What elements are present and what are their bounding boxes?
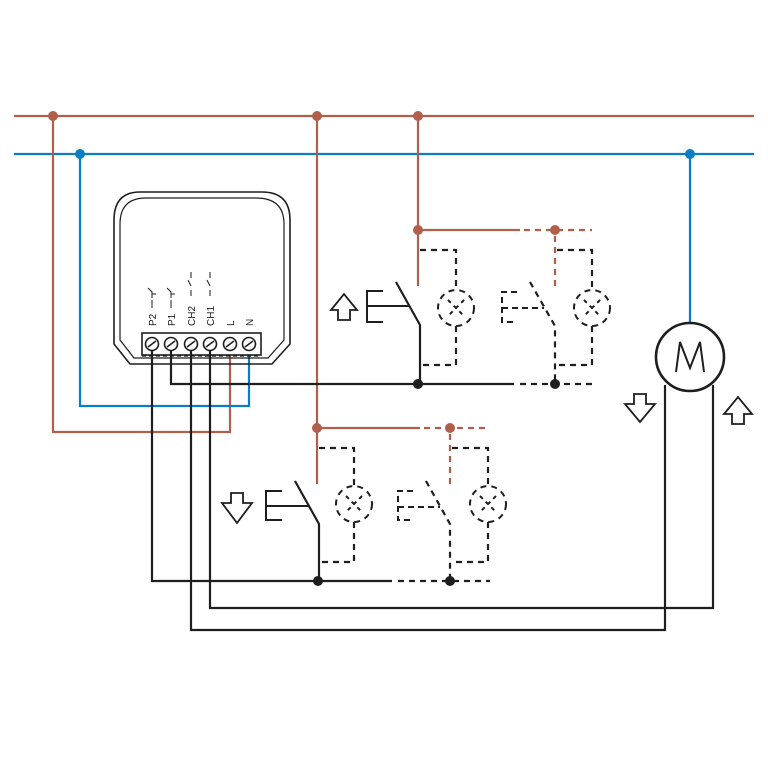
up-button[interactable] (329, 281, 422, 384)
down-button-actuator-icon (265, 490, 309, 521)
up-common-dot (413, 379, 423, 389)
live-up-optional-dot (550, 225, 560, 235)
relay-module: P2 P1 CH2 CH1 L N (113, 191, 291, 365)
terminal-label-p1: P1 (167, 313, 178, 326)
up-optional-button[interactable] (501, 281, 557, 380)
live-to-up-buttons-wire (416, 116, 520, 232)
terminal-screw-n (241, 336, 257, 352)
module-outer-outline (113, 191, 291, 365)
live-to-module-wire (51, 116, 232, 434)
neutral-junction-dot (75, 149, 85, 159)
down-arrow-icon (623, 393, 657, 424)
down-button[interactable] (220, 480, 321, 581)
pushbutton-symbol-p2 (147, 287, 156, 308)
terminal-screw-ch1 (202, 336, 218, 352)
down-optional-contact (425, 480, 452, 577)
terminal-label-n: N (245, 319, 256, 326)
motor (654, 321, 726, 393)
up-lamp-wire-top (420, 248, 458, 290)
up-optional-lamp-wire-top (557, 248, 594, 290)
up-button-actuator-icon (366, 290, 410, 323)
up-lamp-wire-bottom (422, 326, 458, 367)
live-junction-dot (48, 111, 58, 121)
up-optional-lamp-circle (573, 289, 611, 327)
terminal-label-p2: P2 (148, 313, 159, 326)
down-optional-button[interactable] (397, 480, 452, 577)
terminal-label-ch1: CH1 (206, 306, 217, 326)
p2-to-down-buttons-wire (150, 350, 392, 583)
neutral-to-module-wire (78, 154, 251, 408)
module-inner-outline (119, 197, 285, 359)
up-lamp-circle (437, 289, 475, 327)
terminal-screw-l (222, 336, 238, 352)
up-optional-actuator-icon (501, 291, 544, 323)
terminal-screw-p1 (163, 336, 179, 352)
pushbutton-symbol-p1 (166, 287, 175, 308)
up-button-contact (395, 281, 422, 384)
neutral-motor-junction-dot (685, 149, 695, 159)
down-lamp (319, 446, 373, 564)
live-to-down-buttons-wire (315, 116, 420, 430)
down-optional-lamp-wire-bottom (452, 522, 490, 564)
p1-to-up-buttons-wire (169, 350, 514, 386)
down-lamp-circle (335, 485, 373, 523)
up-optional-common-dot (550, 379, 560, 389)
live-down-junction-dot (312, 111, 322, 121)
terminal-screw-p2 (144, 336, 160, 352)
live-up-junction-dot (413, 111, 423, 121)
terminal-label-l: L (226, 320, 237, 326)
down-lamp-cross-icon (345, 495, 363, 513)
terminal-label-ch2: CH2 (187, 306, 198, 326)
up-lamp-cross-icon (447, 299, 465, 317)
down-optional-lamp-cross-icon (479, 495, 497, 513)
down-optional-lamp-wire-top (452, 446, 490, 486)
down-optional-lamp-circle (469, 485, 507, 523)
down-lamp-wire-top (319, 446, 356, 486)
up-optional-lamp-wire-bottom (557, 326, 594, 367)
live-down-optional-dot (445, 423, 455, 433)
down-lamp-wire-bottom (321, 522, 356, 564)
up-arrow-icon (329, 292, 359, 321)
up-optional-lamp (557, 248, 611, 367)
motor-label-m (675, 341, 705, 373)
terminal-screw-ch2 (183, 336, 199, 352)
up-arrow-icon (722, 395, 754, 425)
up-lamp (420, 248, 475, 367)
down-optional-common-dot (445, 576, 455, 586)
up-optional-contact (529, 281, 557, 380)
ch1-to-motor-wire (208, 350, 715, 610)
relay-symbol-ch1 (206, 272, 211, 296)
down-button-contact (294, 480, 321, 581)
down-optional-actuator-icon (397, 490, 440, 521)
motor-circle (654, 321, 726, 393)
down-optional-lamp (452, 446, 507, 564)
ch2-to-motor-wire (189, 350, 667, 632)
relay-symbol-ch2 (187, 272, 192, 296)
up-optional-lamp-cross-icon (583, 299, 601, 317)
down-arrow-icon (220, 492, 254, 525)
